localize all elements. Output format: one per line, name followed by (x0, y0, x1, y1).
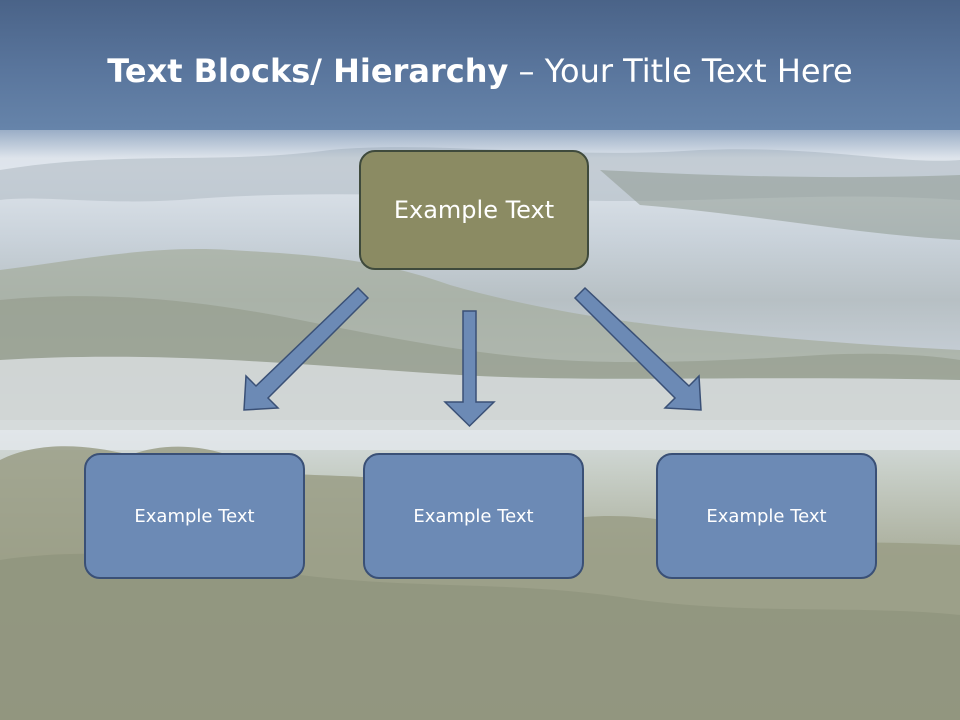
top-level-box[interactable]: Example Text (359, 150, 589, 270)
arrow-to-right-box (573, 286, 702, 411)
child-box-label: Example Text (413, 505, 534, 527)
title-rest-part: Your Title Text Here (544, 52, 853, 90)
child-box-center[interactable]: Example Text (363, 453, 584, 579)
child-box-label: Example Text (706, 505, 827, 527)
top-box-label: Example Text (393, 196, 555, 224)
child-box-right[interactable]: Example Text (656, 453, 877, 579)
slide-title: Text Blocks/ Hierarchy – Your Title Text… (0, 52, 960, 90)
title-bold-part: Text Blocks/ Hierarchy (107, 52, 509, 90)
title-band (0, 0, 960, 158)
arrow-to-center-box (443, 310, 496, 428)
child-box-left[interactable]: Example Text (84, 453, 305, 579)
arrow-to-left-box (243, 286, 370, 411)
title-separator: – (508, 52, 545, 90)
child-box-label: Example Text (134, 505, 255, 527)
